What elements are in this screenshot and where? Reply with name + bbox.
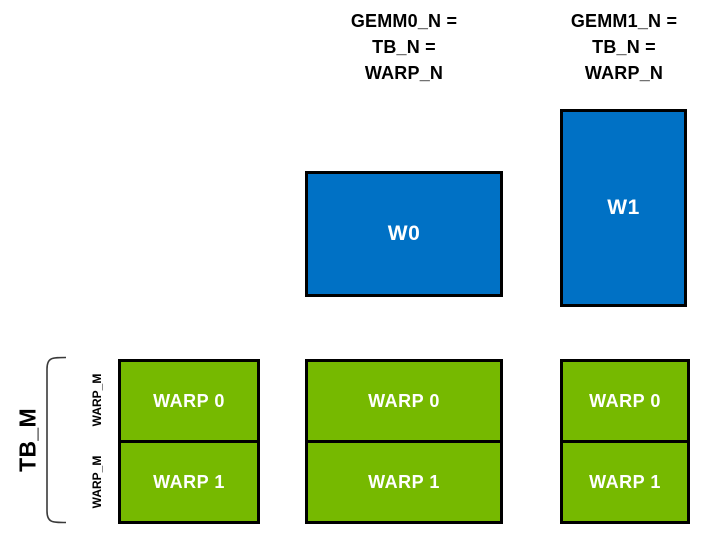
warp-tile-w1-label: W1 [607,196,640,219]
thread-block-group-2: WARP 0 WARP 1 [560,359,690,524]
thread-block-group-0: WARP 0 WARP 1 [118,359,260,524]
tb-m-label: TB_M [14,408,41,472]
gemm0-header-line3: WARP_N [364,63,444,83]
warp1-cell: WARP 1 [308,443,500,521]
tb-m-bracket-icon [46,356,67,524]
warp-m-label-top: WARP_M [90,373,104,427]
warp-tile-w0-label: W0 [387,222,421,245]
gemm1-header-line3: WARP_N [584,63,664,83]
thread-block-group-1: WARP 0 WARP 1 [305,359,503,524]
warp1-cell: WARP 1 [563,443,687,521]
warp0-cell: WARP 0 [121,362,257,443]
warp-tile-w0-box: W0 [305,171,503,297]
warp-tile-w1-box: W1 [560,109,687,307]
gemm0-header-line2: TB_N = [372,37,436,57]
gemm0-header-line1: GEMM0_N = [350,11,458,31]
warp-m-label-bottom: WARP_M [90,455,104,509]
gemm1-header-line2: TB_N = [592,37,656,57]
warp1-cell: WARP 1 [121,443,257,521]
warp0-cell: WARP 0 [563,362,687,443]
gemm0-header: GEMM0_N = TB_N = WARP_N [305,8,503,86]
warp0-cell: WARP 0 [308,362,500,443]
gemm1-header-line1: GEMM1_N = [570,11,678,31]
gemm1-header: GEMM1_N = TB_N = WARP_N [533,8,715,86]
